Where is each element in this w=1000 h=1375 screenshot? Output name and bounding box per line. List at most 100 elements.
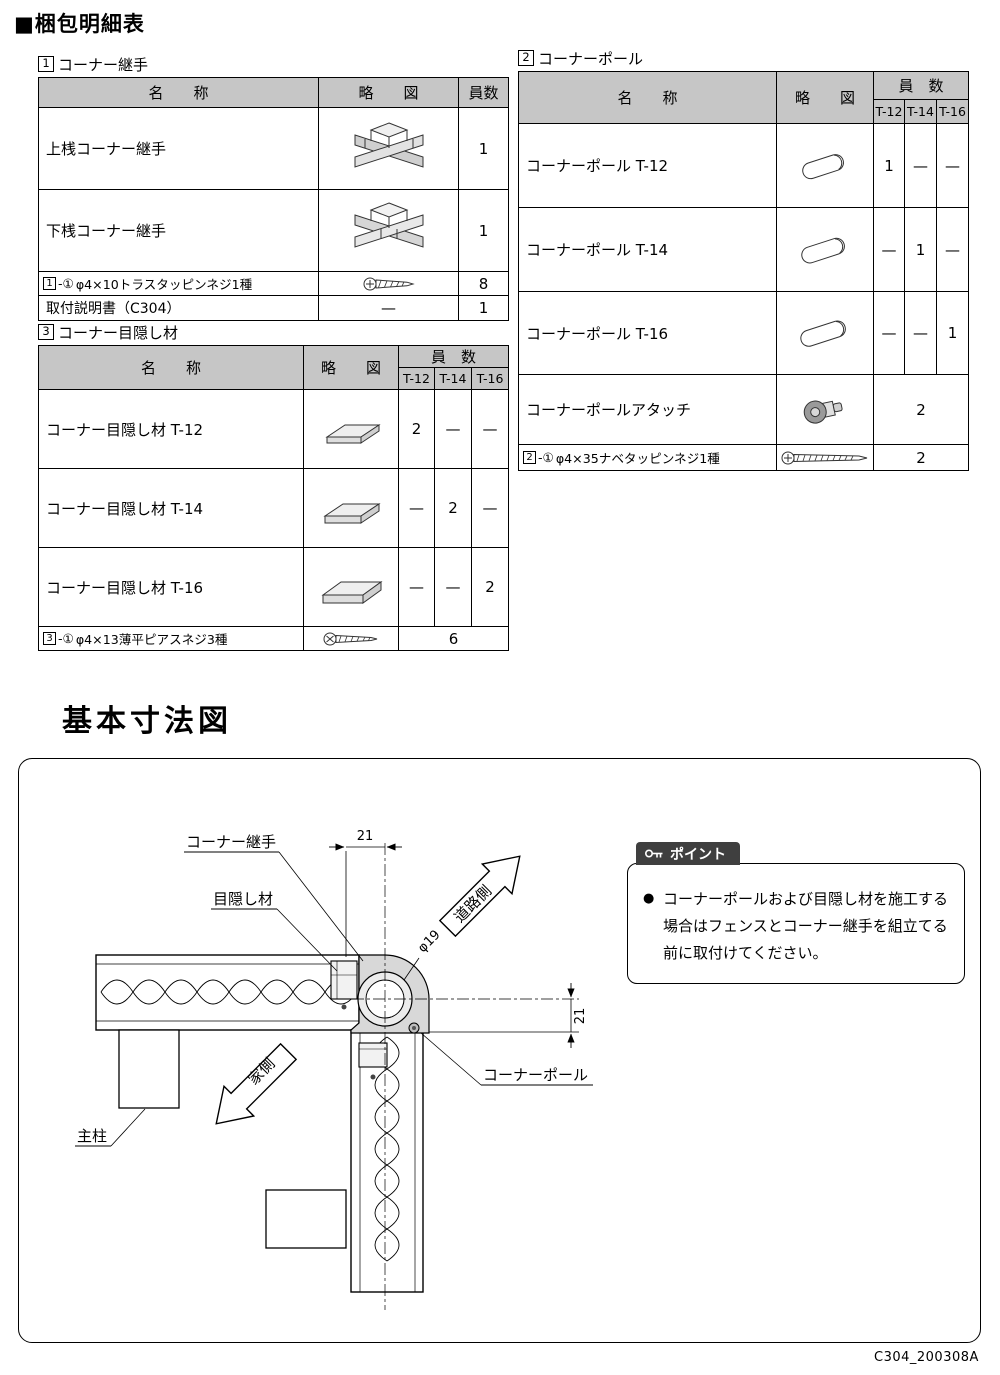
key-icon [644, 847, 664, 860]
dim-right-value: 21 [573, 1008, 588, 1025]
pole-icon [778, 229, 873, 271]
qty-cell: 6 [397, 626, 510, 651]
point-text: コーナーポールおよび目隠し材を施工する場合はフェンスとコーナー継手を組立てる前に… [663, 890, 949, 962]
corner-joint-label: コーナー継手 [184, 833, 364, 962]
qty-cell: 2 [434, 468, 472, 548]
svg-text:目隠し材: 目隠し材 [213, 890, 273, 908]
part-name: 上桟コーナー継手 [38, 107, 319, 190]
svg-text:コーナー継手: コーナー継手 [186, 833, 276, 851]
table-row: コーナーポールアタッチ 2 [518, 374, 970, 445]
screw-ref-badge: 3 [43, 632, 56, 645]
qty-cell: 1 [904, 207, 937, 292]
top-dimension: 21 [329, 829, 402, 957]
part-name: 下桟コーナー継手 [38, 189, 319, 272]
manual-name: 取付説明書（C304） [38, 295, 319, 321]
screw-name: 2 -① φ4×35ナベタッピンネジ1種 [518, 444, 777, 471]
screw-icon [305, 631, 398, 647]
dimension-section-title: 基本寸法図 [62, 704, 232, 739]
col-header-t14: T-14 [904, 99, 937, 124]
screw-ref-badge: 2 [523, 451, 536, 464]
part-diagram [303, 547, 399, 627]
qty-cell: — [398, 468, 435, 548]
corner-blind-table-group: 3 コーナー目隠し材 名 称 略 図 員 数 T-12 T-14 T-16 コー… [38, 322, 510, 651]
part-diagram [318, 107, 459, 190]
blind-strip-label: 目隠し材 [211, 890, 338, 972]
col-header-diagram: 略 図 [303, 345, 399, 390]
part-diagram [303, 626, 399, 651]
part-diagram [303, 468, 399, 548]
main-post-label: 主柱 [75, 1108, 146, 1147]
qty-cell: — [904, 291, 937, 375]
qty-cell: 1 [935, 291, 970, 375]
col-header-t12: T-12 [873, 99, 905, 124]
point-tab: ポイント [636, 842, 740, 865]
part-name: コーナーポール T-16 [518, 291, 777, 375]
part-qty: 1 [458, 189, 509, 272]
table-row: コーナー目隠し材 T-12 2 — — [38, 389, 510, 469]
part-diagram [318, 189, 459, 272]
screw-name: 1 -① φ4×10トラスタッピンネジ1種 [38, 271, 319, 296]
packing-list-title: ■梱包明細表 [14, 12, 145, 36]
table-row: コーナーポール T-16 — — 1 [518, 291, 970, 375]
table-row: 1 -① φ4×10トラスタッピンネジ1種 [38, 271, 509, 296]
part-name: コーナー目隠し材 T-12 [38, 389, 304, 469]
qty-cell: 2 [398, 389, 435, 469]
road-side-arrow: 道路側 [438, 855, 521, 938]
part-diagram [303, 389, 399, 469]
blind-strip-icon [305, 407, 398, 451]
col-header-t16: T-16 [935, 99, 970, 124]
point-bullet: ● [643, 891, 655, 906]
screw-icon [320, 276, 458, 292]
part-diagram [776, 207, 874, 292]
col-header-t12: T-12 [398, 367, 435, 390]
table1-number-badge: 1 [38, 56, 54, 72]
screw-ref-suffix: -① [58, 276, 74, 291]
part-name: コーナーポールアタッチ [518, 374, 777, 445]
screw-label: φ4×13薄平ピアスネジ3種 [75, 632, 228, 647]
document-code: C304_200308A [874, 1350, 979, 1365]
table-row: コーナー目隠し材 T-16 — — 2 [38, 547, 510, 627]
corner-pole-table: 名 称 略 図 員 数 T-12 T-14 T-16 コーナーポール T-12 … [518, 71, 970, 471]
table1-caption-text: コーナー継手 [58, 55, 149, 74]
table-row: 取付説明書（C304） — 1 [38, 295, 509, 321]
corner-pole-label: コーナーポール [420, 1032, 593, 1086]
screw-label: φ4×10トラスタッピンネジ1種 [75, 277, 253, 292]
table-row: 2 -① φ4×35ナベタッピンネジ1種 2 [518, 444, 970, 471]
part-name: コーナー目隠し材 T-14 [38, 468, 304, 548]
col-header-diagram: 略 図 [776, 71, 874, 124]
table3-number-badge: 3 [38, 324, 54, 340]
col-header-qty: 員 数 [397, 345, 510, 368]
qty-cell: — [873, 291, 905, 375]
table-row: コーナーポール T-12 1 — — [518, 123, 970, 208]
point-tab-title: ポイント [670, 846, 726, 863]
part-name: コーナーポール T-12 [518, 123, 777, 208]
table-row: 下桟コーナー継手 1 [38, 189, 509, 272]
part-diagram [776, 123, 874, 208]
part-diagram [776, 444, 874, 471]
corner-joint-table-group: 1 コーナー継手 名 称 略 図 員数 上桟コーナー継手 [38, 54, 509, 321]
pole-attach-icon [778, 390, 873, 430]
col-header-t14: T-14 [434, 367, 472, 390]
right-dimension: 21 [429, 983, 588, 1048]
qty-cell: — [935, 123, 970, 208]
vertical-fence-rail [350, 1029, 424, 1293]
table2-number-badge: 2 [518, 50, 534, 66]
qty-cell: — [398, 547, 435, 627]
corner-plan-drawing: 21 21 φ19 コーナー継手 目隠し材 [75, 829, 593, 1310]
table2-caption: 2 コーナーポール [518, 48, 968, 68]
qty-cell: — [434, 389, 472, 469]
qty-cell: — [470, 389, 510, 469]
qty-cell: 2 [470, 547, 510, 627]
table3-caption-text: コーナー目隠し材 [58, 323, 179, 342]
col-header-qty: 員 数 [872, 71, 970, 100]
part-name: コーナーポール T-14 [518, 207, 777, 292]
screw-name: 3 -① φ4×13薄平ピアスネジ3種 [38, 626, 304, 651]
pole-icon [778, 145, 873, 187]
screw-ref-badge: 1 [43, 277, 56, 290]
col-header-t16: T-16 [470, 367, 510, 390]
col-header-diagram: 略 図 [318, 77, 459, 108]
part-qty: 1 [458, 107, 509, 190]
part-name: コーナー目隠し材 T-16 [38, 547, 304, 627]
table-row: コーナーポール T-14 — 1 — [518, 207, 970, 292]
col-header-name: 名 称 [38, 345, 304, 390]
